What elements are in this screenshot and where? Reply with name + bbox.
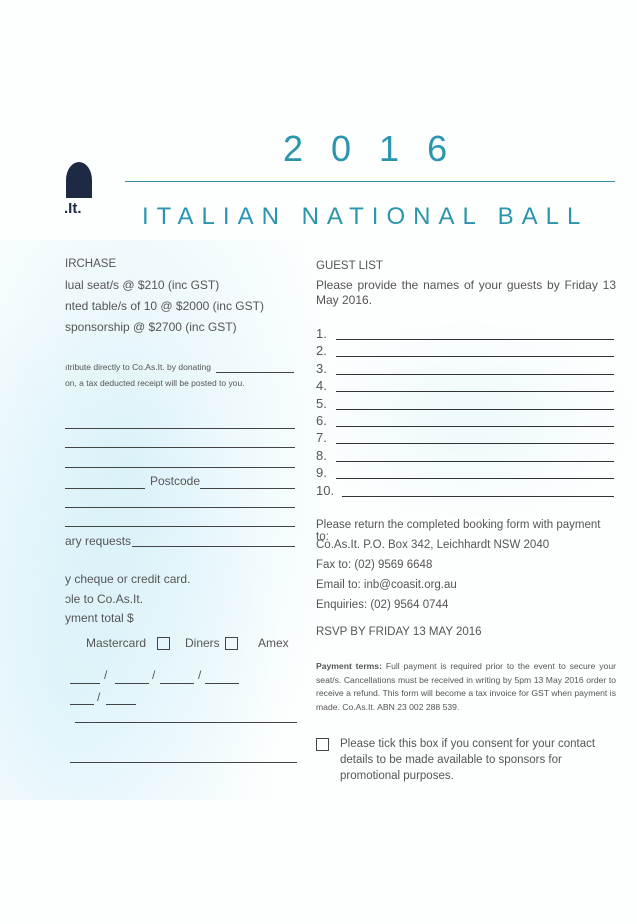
card-diners: Diners (185, 636, 239, 651)
guest-name-field[interactable] (336, 460, 614, 462)
guest-row: 7. (316, 430, 614, 446)
guest-list-heading: GUEST LIST (316, 260, 383, 272)
guest-name-field[interactable] (336, 391, 614, 393)
guest-row: 5. (316, 395, 614, 411)
scan-texture (300, 320, 637, 520)
guest-row: 4. (316, 378, 614, 394)
email-address: Email to: inb@coasit.org.au (316, 579, 457, 591)
card-number-field[interactable] (115, 683, 149, 684)
fax-number: Fax to: (02) 9569 6648 (316, 559, 433, 571)
signature-field[interactable] (70, 762, 297, 763)
donation-field[interactable] (216, 372, 294, 373)
receipt-text: on, a tax deducted receipt will be poste… (65, 378, 245, 388)
return-instruction: Please return the completed booking form… (316, 519, 601, 543)
postal-address: Co.As.It. P.O. Box 342, Leichhardt NSW 2… (316, 539, 550, 551)
guest-number: 9. (316, 465, 327, 481)
postcode-label: Postcode (150, 474, 201, 488)
guest-number: 2. (316, 343, 327, 359)
logo-text: .It. (64, 200, 82, 217)
card-number-field[interactable] (205, 683, 239, 684)
guest-name-field[interactable] (336, 478, 614, 480)
guest-row: 9. (316, 465, 614, 481)
guest-name-field[interactable] (336, 356, 614, 358)
suburb-field[interactable] (65, 488, 145, 489)
cheque-text: y cheque or credit card. (65, 572, 191, 586)
guest-row: 6. (316, 413, 614, 428)
consent-checkbox[interactable] (316, 738, 329, 751)
card-mastercard: Mastercard (86, 636, 171, 651)
slash: / (198, 668, 202, 682)
mastercard-checkbox[interactable] (157, 637, 171, 651)
guest-name-field[interactable] (336, 443, 614, 445)
donate-text: ıtribute directly to Co.As.It. by donati… (65, 362, 211, 372)
enquiries-number: Enquiries: (02) 9564 0744 (316, 599, 449, 611)
guest-name-field[interactable] (336, 408, 614, 410)
guest-number: 5. (316, 395, 327, 411)
payment-terms-label: Payment terms: (316, 661, 382, 671)
event-year: 2016 (283, 128, 476, 169)
payable-text: ɔle to Co.As.It. (65, 592, 144, 606)
guest-number: 8. (316, 447, 327, 463)
expiry-year-field[interactable] (106, 704, 136, 705)
guest-number: 1. (316, 326, 327, 341)
option-table: nted table/s of 10 @ $2000 (inc GST) (65, 299, 264, 313)
guest-name-field[interactable] (336, 339, 614, 340)
guest-number: 10. (316, 482, 335, 498)
expiry-month-field[interactable] (70, 704, 94, 705)
logo-dome-icon (66, 162, 92, 198)
guest-number: 3. (316, 360, 327, 376)
mastercard-label: Mastercard (86, 636, 147, 650)
guest-row: 10. (316, 482, 614, 498)
guest-number: 6. (316, 413, 327, 428)
address-line[interactable] (65, 447, 295, 448)
address-line[interactable] (65, 467, 295, 468)
option-sponsorship: sponsorship @ $2700 (inc GST) (65, 320, 237, 334)
purchase-heading: IRCHASE (65, 258, 117, 270)
guest-row: 1. (316, 326, 614, 341)
event-title: ITALIAN NATIONAL BALL (142, 203, 589, 230)
payment-terms-text: Full payment is required prior to the ev… (316, 661, 616, 712)
guest-row: 2. (316, 343, 614, 359)
guest-row: 3. (316, 360, 614, 376)
postcode-field[interactable] (200, 488, 295, 489)
phone-field[interactable] (65, 507, 295, 508)
cardholder-name-field[interactable] (75, 722, 297, 723)
email-field[interactable] (65, 526, 295, 527)
header-divider (125, 181, 615, 182)
guest-name-field[interactable] (336, 426, 614, 427)
payment-total-label: yment total $ (65, 611, 134, 625)
slash: / (104, 668, 108, 682)
diners-label: Diners (185, 636, 220, 650)
consent-text: Please tick this box if you consent for … (340, 738, 596, 782)
option-individual-seats: lual seat/s @ $210 (inc GST) (65, 278, 220, 292)
diners-checkbox[interactable] (225, 637, 239, 651)
card-number-field[interactable] (70, 683, 100, 684)
guest-list-instructions: Please provide the names of your guests … (316, 278, 616, 307)
guest-name-field[interactable] (336, 373, 614, 375)
rsvp-deadline: RSVP BY FRIDAY 13 MAY 2016 (316, 626, 482, 638)
payment-terms: Payment terms: Full payment is required … (316, 660, 616, 714)
card-number-field[interactable] (160, 683, 194, 684)
guest-name-field[interactable] (342, 495, 614, 497)
address-line[interactable] (65, 428, 295, 429)
guest-row: 8. (316, 447, 614, 463)
slash: / (97, 690, 101, 704)
dietary-field[interactable] (132, 546, 295, 547)
slash: / (152, 668, 156, 682)
dietary-label: ary requests (65, 534, 132, 548)
guest-number: 4. (316, 378, 327, 394)
amex-label: Amex (258, 636, 289, 650)
scan-texture (0, 240, 320, 800)
guest-number: 7. (316, 430, 327, 446)
